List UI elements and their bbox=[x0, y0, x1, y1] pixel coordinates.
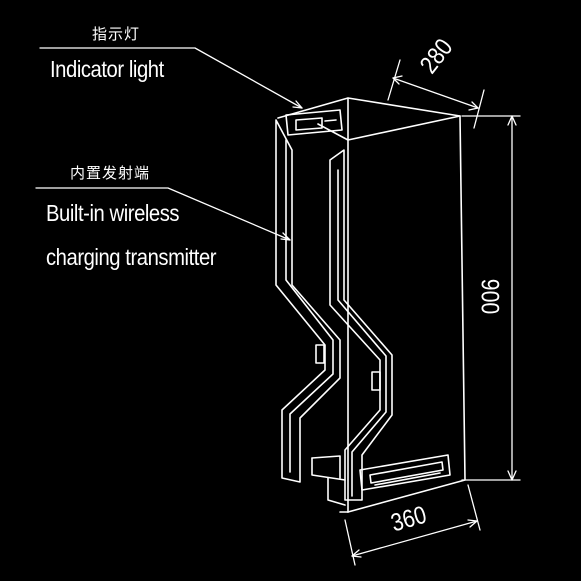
callout-indicator-cn: 指示灯 bbox=[92, 26, 141, 43]
dimension-height-label: 900 bbox=[475, 278, 504, 315]
callout-transmitter-cn: 内置发射端 bbox=[70, 165, 151, 182]
callout-transmitter-en-line1: Built-in wireless bbox=[46, 200, 180, 226]
charging-pad bbox=[359, 454, 451, 491]
callout-indicator-en: Indicator light bbox=[50, 56, 164, 82]
indicator-light-slot bbox=[285, 109, 343, 136]
side-bracket bbox=[275, 119, 393, 506]
dimension-lines bbox=[344, 59, 521, 566]
callout-transmitter-en-line2: charging transmitter bbox=[46, 244, 217, 270]
device-body bbox=[277, 97, 466, 513]
callout-leaders bbox=[35, 47, 303, 241]
